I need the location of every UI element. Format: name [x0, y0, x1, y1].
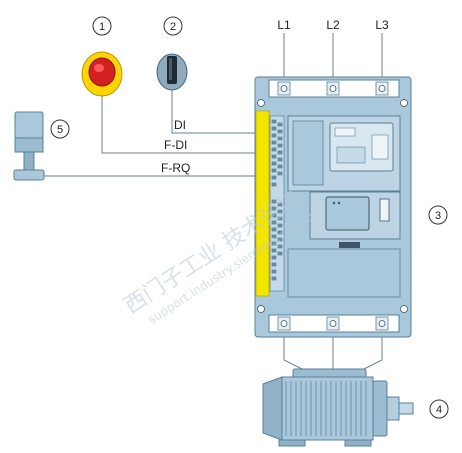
motor-body	[281, 376, 374, 441]
motor-foot-right	[344, 439, 372, 447]
signal-label-di: DI	[174, 118, 186, 132]
power-module	[287, 248, 401, 298]
motor-flange	[372, 380, 388, 437]
siemens-badge	[339, 242, 360, 248]
top-terminal-l2	[326, 81, 340, 96]
wire-f-di	[101, 94, 258, 154]
phase-label-l1: L1	[277, 18, 291, 32]
led-2	[337, 201, 341, 205]
callout-1-label: 1	[99, 21, 105, 33]
callout-5-circle	[50, 119, 70, 139]
emergency-stop-button[interactable]	[81, 51, 123, 97]
top-terminal-l1	[277, 81, 291, 96]
wire-motor-1	[283, 334, 309, 373]
wire-di	[171, 90, 258, 134]
status-screen	[334, 127, 356, 137]
callout-1-circle	[92, 16, 112, 36]
screw-top-left	[257, 99, 265, 107]
top-terminal-l3	[375, 81, 389, 96]
callout-2-label: 2	[170, 21, 176, 33]
motor-shaft	[398, 402, 414, 415]
phase-label-l2: L2	[326, 18, 340, 32]
callout-2-circle	[163, 16, 183, 36]
wire-motor-3	[357, 334, 383, 373]
callout-5-label: 5	[57, 124, 63, 136]
wires	[44, 33, 383, 373]
motor-cooling-fins	[285, 381, 367, 436]
callout-4-label: 4	[436, 404, 442, 416]
callout-4-circle	[429, 399, 449, 419]
bottom-terminal-v	[326, 316, 340, 331]
callout-3-label: 3	[435, 210, 441, 222]
signal-lamp	[13, 111, 45, 181]
screw-bottom-right	[400, 305, 408, 313]
control-terminal-block	[269, 115, 285, 292]
status-screen-2	[371, 134, 389, 160]
operator-panel-screen	[325, 196, 370, 231]
led-1	[332, 201, 336, 205]
frequency-converter	[254, 76, 412, 338]
screw-top-right	[400, 99, 408, 107]
bottom-terminal-u	[277, 316, 291, 331]
motor	[262, 368, 414, 447]
selector-switch[interactable]	[156, 53, 188, 91]
callout-3-circle	[428, 205, 448, 225]
bottom-terminal-w	[375, 316, 389, 331]
screw-bottom-left	[257, 305, 265, 313]
control-unit-slot	[292, 120, 324, 186]
motor-bearing	[386, 396, 400, 421]
phase-label-l3: L3	[375, 18, 389, 32]
safety-control-strip	[255, 110, 270, 297]
operator-panel-slot	[379, 198, 390, 222]
signal-label-f-rq: F-RQ	[161, 161, 190, 175]
motor-end-cap	[262, 376, 283, 441]
status-screen-3	[336, 146, 366, 164]
signal-label-f-di: F-DI	[164, 138, 187, 152]
motor-foot-left	[278, 439, 306, 447]
